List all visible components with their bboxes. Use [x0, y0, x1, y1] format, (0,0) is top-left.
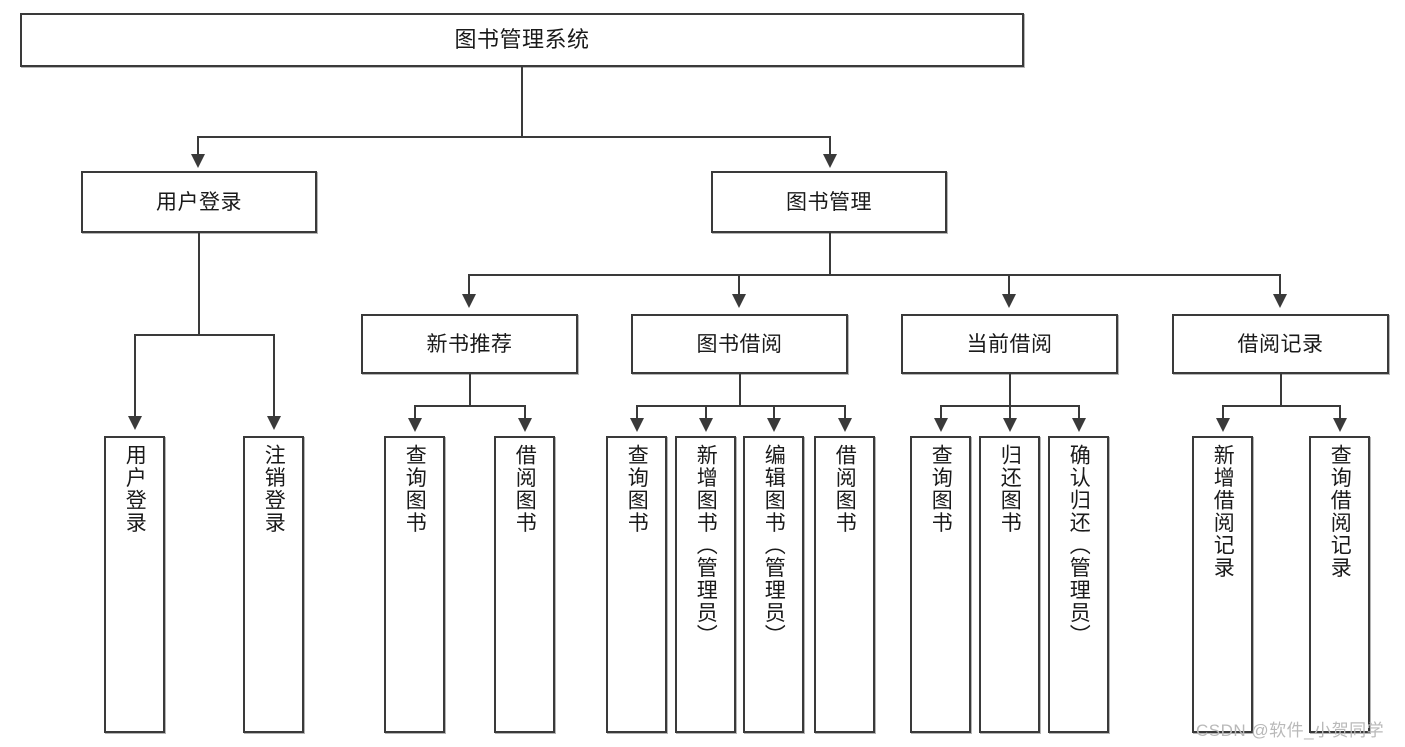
arrow-borrow-record-child-1 [1216, 418, 1230, 432]
arrow-current-borrow-child-3 [1072, 418, 1086, 432]
connector-book-borrow-child-3 [773, 405, 775, 420]
connector-current-borrow-child-3 [1078, 405, 1080, 420]
connector-book-borrow-child-4 [844, 405, 846, 420]
arrow-to-book-borrow [732, 294, 746, 308]
connector-user-login-stem [198, 233, 200, 335]
node-label: 查询图书 [929, 444, 953, 534]
node-label: 查询图书 [403, 444, 427, 534]
node-label: 图书管理 [786, 190, 872, 214]
leaf-current-borrow-confirm[interactable]: 确认归还（管理员） [1048, 436, 1109, 733]
leaf-book-borrow-add[interactable]: 新增图书（管理员） [675, 436, 736, 733]
arrow-book-borrow-child-4 [838, 418, 852, 432]
connector-to-book-borrow [738, 274, 740, 296]
connector-user-login-child-1 [134, 334, 136, 418]
arrow-new-book-child-2 [518, 418, 532, 432]
connector-root-stem [521, 67, 523, 137]
node-borrow-record[interactable]: 借阅记录 [1172, 314, 1389, 374]
leaf-book-borrow-borrow[interactable]: 借阅图书 [814, 436, 875, 733]
leaf-user-login-logout[interactable]: 注销登录 [243, 436, 304, 733]
connector-new-book-stem [469, 374, 471, 407]
arrow-current-borrow-child-2 [1003, 418, 1017, 432]
arrow-book-borrow-child-1 [630, 418, 644, 432]
connector-borrow-record-child-2 [1339, 405, 1341, 420]
node-label: 图书管理系统 [454, 27, 590, 52]
node-label: 新书推荐 [426, 332, 513, 356]
connector-current-borrow-stem [1009, 374, 1011, 407]
node-label: 查询图书 [625, 444, 649, 534]
node-book-borrow[interactable]: 图书借阅 [631, 314, 848, 374]
node-label: 借阅图书 [833, 444, 857, 534]
node-user-login[interactable]: 用户登录 [81, 171, 317, 233]
node-label: 用户登录 [156, 190, 242, 214]
leaf-book-borrow-edit[interactable]: 编辑图书（管理员） [743, 436, 804, 733]
leaf-user-login-login[interactable]: 用户登录 [104, 436, 165, 733]
connector-current-borrow-child-2 [1009, 405, 1011, 420]
connector-root-bar [197, 136, 830, 138]
connector-book-borrow-stem [739, 374, 741, 407]
node-label: 归还图书 [998, 444, 1022, 534]
arrow-user-login-child-2 [267, 416, 281, 430]
node-label: 新增图书（管理员） [694, 444, 718, 647]
connector-book-borrow-bar [636, 405, 846, 407]
node-label: 当前借阅 [966, 332, 1053, 356]
arrow-to-current-borrow [1002, 294, 1016, 308]
arrow-to-user-login [191, 154, 205, 168]
arrow-new-book-child-1 [408, 418, 422, 432]
connector-to-user-login [197, 136, 199, 156]
connector-new-book-child-1 [414, 405, 416, 420]
connector-book-borrow-child-2 [705, 405, 707, 420]
connector-book-manage-bar [468, 274, 1280, 276]
arrow-to-borrow-record [1273, 294, 1287, 308]
leaf-book-borrow-query[interactable]: 查询图书 [606, 436, 667, 733]
arrow-user-login-child-1 [128, 416, 142, 430]
node-new-book-recommend[interactable]: 新书推荐 [361, 314, 578, 374]
node-label: 注销登录 [262, 444, 286, 534]
connector-new-book-bar [414, 405, 525, 407]
arrow-book-borrow-child-3 [767, 418, 781, 432]
leaf-current-borrow-return[interactable]: 归还图书 [979, 436, 1040, 733]
node-label: 借阅图书 [513, 444, 537, 534]
connector-user-login-bar [134, 334, 274, 336]
node-label: 确认归还（管理员） [1067, 444, 1091, 647]
arrow-borrow-record-child-2 [1333, 418, 1347, 432]
arrow-to-new-book [462, 294, 476, 308]
node-label: 新增借阅记录 [1211, 444, 1235, 579]
node-label: 借阅记录 [1237, 332, 1324, 356]
node-book-management[interactable]: 图书管理 [711, 171, 947, 233]
node-label: 查询借阅记录 [1328, 444, 1352, 579]
arrow-current-borrow-child-1 [934, 418, 948, 432]
leaf-borrow-record-add[interactable]: 新增借阅记录 [1192, 436, 1253, 733]
leaf-current-borrow-query[interactable]: 查询图书 [910, 436, 971, 733]
connector-user-login-child-2 [273, 334, 275, 418]
connector-to-book-manage [829, 136, 831, 156]
leaf-borrow-record-query[interactable]: 查询借阅记录 [1309, 436, 1370, 733]
connector-borrow-record-bar [1222, 405, 1340, 407]
node-root-system[interactable]: 图书管理系统 [20, 13, 1024, 67]
node-current-borrow[interactable]: 当前借阅 [901, 314, 1118, 374]
node-label: 用户登录 [123, 444, 147, 534]
arrow-book-borrow-child-2 [699, 418, 713, 432]
connector-book-borrow-child-1 [636, 405, 638, 420]
leaf-new-book-borrow[interactable]: 借阅图书 [494, 436, 555, 733]
connector-borrow-record-child-1 [1222, 405, 1224, 420]
connector-to-borrow-record [1279, 274, 1281, 296]
leaf-new-book-query[interactable]: 查询图书 [384, 436, 445, 733]
connector-borrow-record-stem [1280, 374, 1282, 407]
arrow-to-book-manage [823, 154, 837, 168]
connector-book-manage-stem [829, 233, 831, 275]
node-label: 图书借阅 [696, 332, 783, 356]
connector-to-new-book [468, 274, 470, 296]
connector-new-book-child-2 [524, 405, 526, 420]
connector-current-borrow-child-1 [940, 405, 942, 420]
connector-to-current-borrow [1008, 274, 1010, 296]
node-label: 编辑图书（管理员） [762, 444, 786, 647]
